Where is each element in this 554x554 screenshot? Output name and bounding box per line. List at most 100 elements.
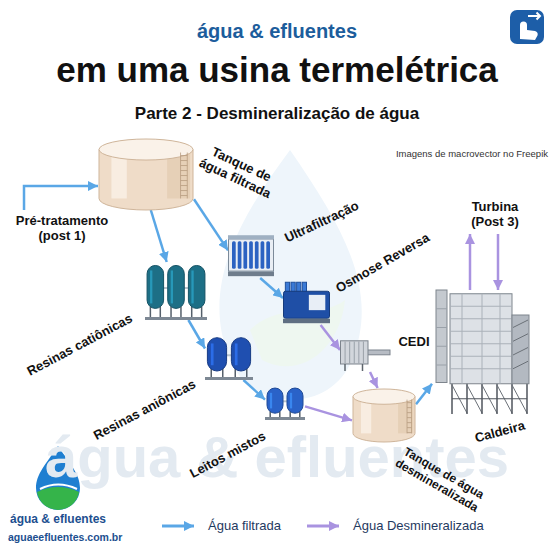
boiler-illustration	[450, 368, 512, 369]
website-url-wrap: aguaeefluentes.com.br	[8, 531, 122, 543]
brand-header-wrap: água & efluentes	[0, 20, 554, 43]
flow-arrow	[151, 210, 167, 262]
tank-illustration	[407, 407, 411, 408]
tank-illustration	[407, 412, 411, 413]
boiler-illustration	[436, 346, 447, 347]
source-label: Pré-tratamento (post 1)	[10, 210, 114, 248]
logo-text-wrap: água & efluentes	[10, 513, 106, 527]
cedi-illustration	[341, 341, 391, 371]
tank-illustration	[407, 402, 411, 403]
ro-illustration	[283, 319, 330, 324]
mixed-bed-unit: Leitos mistos	[265, 386, 305, 420]
boiler-illustration	[512, 315, 529, 384]
title: em uma usina termelétrica	[0, 50, 554, 90]
resin-illustration	[231, 338, 250, 371]
brand-header: água & efluentes	[0, 20, 554, 43]
resin-illustration	[188, 265, 205, 308]
title-wrap: em uma usina termelétrica	[0, 50, 554, 90]
boiler-illustration	[450, 294, 512, 384]
resin-illustration	[205, 335, 253, 380]
cedi-illustration	[362, 364, 364, 371]
flow-arrow	[469, 234, 472, 290]
resin-illustration	[265, 386, 305, 420]
cedi-illustration	[354, 342, 355, 364]
boiler-illustration	[482, 294, 483, 384]
flow-arrow	[24, 186, 98, 210]
cedi-illustration	[358, 342, 359, 364]
boiler-illustration	[513, 320, 528, 328]
credit-note: Imagens de macrovector no Freepik	[396, 149, 548, 160]
legend-item: Água Desmineralizada	[305, 519, 484, 534]
turbine-label: Turbina (Post 3)	[455, 196, 535, 234]
tank-illustration	[181, 175, 188, 176]
node-label-wrap: Resinas catiônicas	[19, 308, 141, 382]
flow-arrow	[321, 325, 340, 350]
tank-illustration	[411, 400, 412, 434]
tank-illustration	[181, 160, 188, 161]
tank-illustration	[181, 195, 188, 196]
node-label: Pré-tratamento (post 1)	[10, 214, 114, 244]
boiler-illustration	[450, 356, 512, 357]
anion-resin-unit: Resinas aniônicas	[205, 335, 253, 380]
flow-arrow	[370, 372, 378, 388]
node-label: Ultrafiltração	[274, 194, 371, 250]
uf-illustration	[261, 241, 265, 269]
cedi-illustration	[345, 342, 346, 364]
boiler-illustration	[450, 343, 512, 344]
boiler-illustration	[450, 306, 512, 307]
resin-illustration	[207, 338, 226, 371]
boiler-illustration	[513, 348, 528, 356]
node-label-wrap: Turbina (Post 3)	[455, 200, 535, 230]
flow-arrow	[416, 384, 432, 404]
resin-illustration	[205, 377, 253, 380]
uf-illustration	[228, 232, 274, 278]
resin-illustration	[270, 393, 272, 409]
cedi-illustration	[344, 364, 346, 371]
resin-illustration	[246, 369, 248, 377]
resin-illustration	[145, 317, 207, 320]
tank-illustration	[407, 422, 411, 423]
ro-illustration	[285, 282, 289, 292]
resin-illustration	[287, 388, 303, 413]
resin-illustration	[191, 306, 193, 317]
boiler-illustration	[436, 308, 447, 309]
tank-illustration	[99, 139, 193, 160]
node-label: Resinas catiônicas	[19, 308, 141, 382]
uf-illustration	[228, 235, 274, 276]
subtitle-wrap: Parte 2 - Desmineralização de água	[0, 104, 554, 124]
legend-arrow	[160, 519, 200, 533]
resin-illustration	[235, 343, 238, 365]
ultrafiltration-unit: Ultrafiltração	[228, 232, 274, 278]
cedi-unit: CEDI	[340, 332, 390, 372]
legend-arrow	[162, 525, 194, 528]
uf-illustration	[232, 241, 236, 269]
node-label: Turbina (Post 3)	[455, 200, 535, 230]
resin-illustration	[180, 306, 182, 317]
tank-illustration	[407, 427, 411, 428]
tank-illustration	[352, 388, 416, 442]
swipe-icon	[510, 10, 544, 44]
ro-illustration	[302, 282, 306, 292]
flow-arrow	[260, 278, 283, 298]
tank-illustration	[181, 180, 188, 181]
uf-illustration	[238, 241, 242, 269]
credit-note-wrap: Imagens de macrovector no Freepik	[396, 149, 548, 160]
resin-illustration	[201, 306, 203, 317]
uf-illustration	[228, 272, 274, 277]
resin-illustration	[150, 270, 152, 303]
cedi-illustration	[341, 341, 369, 364]
boiler-illustration	[452, 398, 527, 399]
tank-illustration	[181, 165, 188, 166]
flow-arrow	[243, 380, 265, 400]
cedi-illustration	[349, 342, 350, 364]
legend-label: Água Desmineralizada	[353, 519, 484, 534]
node-label-wrap: Osmose Reversa	[329, 228, 437, 299]
resin-illustration	[290, 393, 292, 409]
swipe-icon	[528, 13, 540, 20]
cedi-illustration	[340, 332, 390, 372]
legend-item: Água filtrada	[160, 519, 281, 534]
demineralized-water-tank: Tanque de água desmineralizada	[352, 388, 416, 442]
node-label-wrap: Tanque de água filtrada	[192, 140, 284, 204]
ro-illustration	[309, 295, 325, 310]
flow-arrow	[188, 320, 205, 349]
